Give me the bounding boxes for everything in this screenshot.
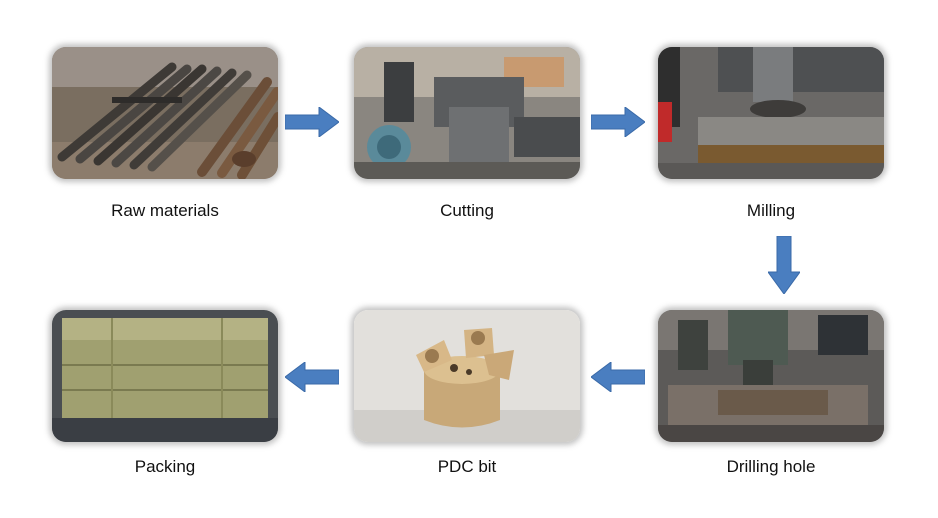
- milling-photo: [658, 47, 884, 179]
- packing-photo: [52, 310, 278, 442]
- milling-caption: Milling: [746, 201, 796, 220]
- pdc-bit-caption: PDC bit: [437, 457, 497, 476]
- arrow-right-icon: [285, 107, 339, 137]
- arrow-right-icon: [591, 107, 645, 137]
- pdc-bit-photo: [354, 310, 580, 442]
- raw-materials-caption: Raw materials: [111, 201, 219, 220]
- packing-caption: Packing: [134, 457, 196, 476]
- arrow-down-icon: [768, 236, 800, 294]
- drilling-hole-photo: [658, 310, 884, 442]
- arrow-left-icon: [285, 362, 339, 392]
- arrow-left-icon: [591, 362, 645, 392]
- raw-materials-photo: [52, 47, 278, 179]
- cutting-photo: [354, 47, 580, 179]
- cutting-caption: Cutting: [440, 201, 494, 220]
- drilling-hole-caption: Drilling hole: [726, 457, 816, 476]
